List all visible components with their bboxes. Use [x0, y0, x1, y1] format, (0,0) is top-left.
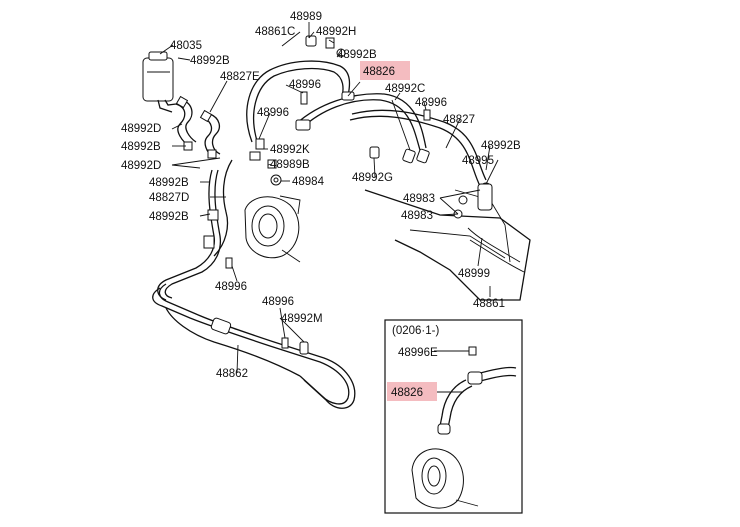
- label-48861: 48861: [473, 298, 505, 310]
- steering-gear-box: [364, 182, 531, 301]
- hose-48861c: [246, 60, 351, 145]
- label-48826-inset: 48826: [391, 387, 423, 399]
- label-48996-b: 48996: [415, 97, 447, 109]
- label-48996-d: 48996: [215, 281, 247, 293]
- label-48827e: 48827E: [220, 71, 260, 83]
- label-48992h: 48992H: [316, 26, 356, 38]
- highlight-48826-inset: [387, 382, 437, 401]
- label-48983-b: 48983: [401, 210, 433, 222]
- return-lines: [157, 159, 233, 301]
- pump-body: [244, 195, 301, 263]
- label-48992b-l1: 48992B: [121, 141, 161, 153]
- label-48983-a: 48983: [403, 193, 435, 205]
- label-48992d-2: 48992D: [121, 160, 161, 172]
- reservoir-tank: [142, 51, 177, 113]
- label-48996-e: 48996: [262, 296, 294, 308]
- label-48992k: 48992K: [270, 144, 310, 156]
- inset-pump: [411, 448, 479, 509]
- part-labels: 48989 48861C 48992H 48035 48992B 48992B …: [121, 11, 521, 399]
- label-48992d-1: 48992D: [121, 123, 161, 135]
- label-48996-c: 48996: [257, 107, 289, 119]
- label-48992g: 48992G: [352, 172, 393, 184]
- label-48035: 48035: [170, 40, 202, 52]
- label-48989: 48989: [290, 11, 322, 23]
- label-48827d: 48827D: [149, 192, 189, 204]
- label-48826-main: 48826: [363, 66, 395, 78]
- label-48984: 48984: [292, 176, 325, 188]
- leader-lines: [159, 22, 499, 393]
- label-inset-date: (0206·1-): [392, 325, 439, 337]
- label-48992b-res: 48992B: [190, 55, 230, 67]
- label-48992b-right: 48992B: [481, 140, 521, 152]
- label-48827: 48827: [443, 114, 475, 126]
- reservoir-hoses: [175, 95, 221, 159]
- label-48996e: 48996E: [398, 347, 438, 359]
- label-48862: 48862: [216, 368, 248, 380]
- label-48992b-l2: 48992B: [149, 177, 189, 189]
- label-48992m: 48992M: [281, 313, 323, 325]
- inset-frame: [384, 319, 523, 514]
- label-48999: 48999: [458, 268, 490, 280]
- label-48861c: 48861C: [255, 26, 295, 38]
- label-48996-a: 48996: [289, 79, 321, 91]
- cooler-tube-48862: [152, 283, 356, 409]
- label-48992c: 48992C: [385, 83, 425, 95]
- hose-48826-main: [295, 91, 487, 187]
- label-48992b-top: 48992B: [337, 49, 377, 61]
- highlight-48826-main: [360, 61, 410, 80]
- label-48989b: 48989B: [270, 159, 310, 171]
- label-48995: 48995: [462, 155, 494, 167]
- label-48992b-l3: 48992B: [149, 211, 189, 223]
- inset-hose-48826: [437, 346, 517, 435]
